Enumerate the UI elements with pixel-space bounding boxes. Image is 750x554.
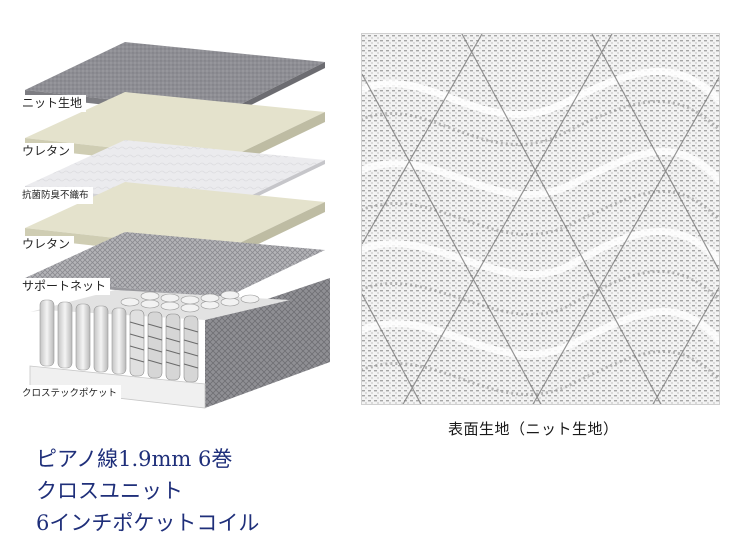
coil-grid: [39, 290, 260, 383]
spec-coil: 6インチポケットコイル: [36, 511, 260, 535]
layer-label-support-net: サポートネット: [20, 278, 111, 295]
layer-illustration: [25, 42, 330, 409]
layer-label-nonwoven: 抗菌防臭不織布: [20, 187, 93, 204]
fabric-photo: [361, 33, 720, 405]
knit-fabric-image: [362, 34, 719, 404]
spec-wire: ピアノ線1.9mm 6巻: [36, 447, 233, 471]
spec-unit: クロスユニット: [36, 479, 183, 503]
layer-label-urethane-1: ウレタン: [20, 143, 75, 160]
layer-label-pocket-coil: クロステックポケット: [20, 385, 122, 402]
layer-label-knit-fabric: ニット生地: [20, 95, 87, 112]
fabric-caption: 表面生地（ニット生地）: [448, 420, 619, 438]
mattress-layer-diagram: ニット生地 ウレタン 抗菌防臭不織布 ウレタン サポートネット クロステックポケ…: [0, 0, 350, 420]
layer-label-urethane-2: ウレタン: [20, 236, 75, 253]
